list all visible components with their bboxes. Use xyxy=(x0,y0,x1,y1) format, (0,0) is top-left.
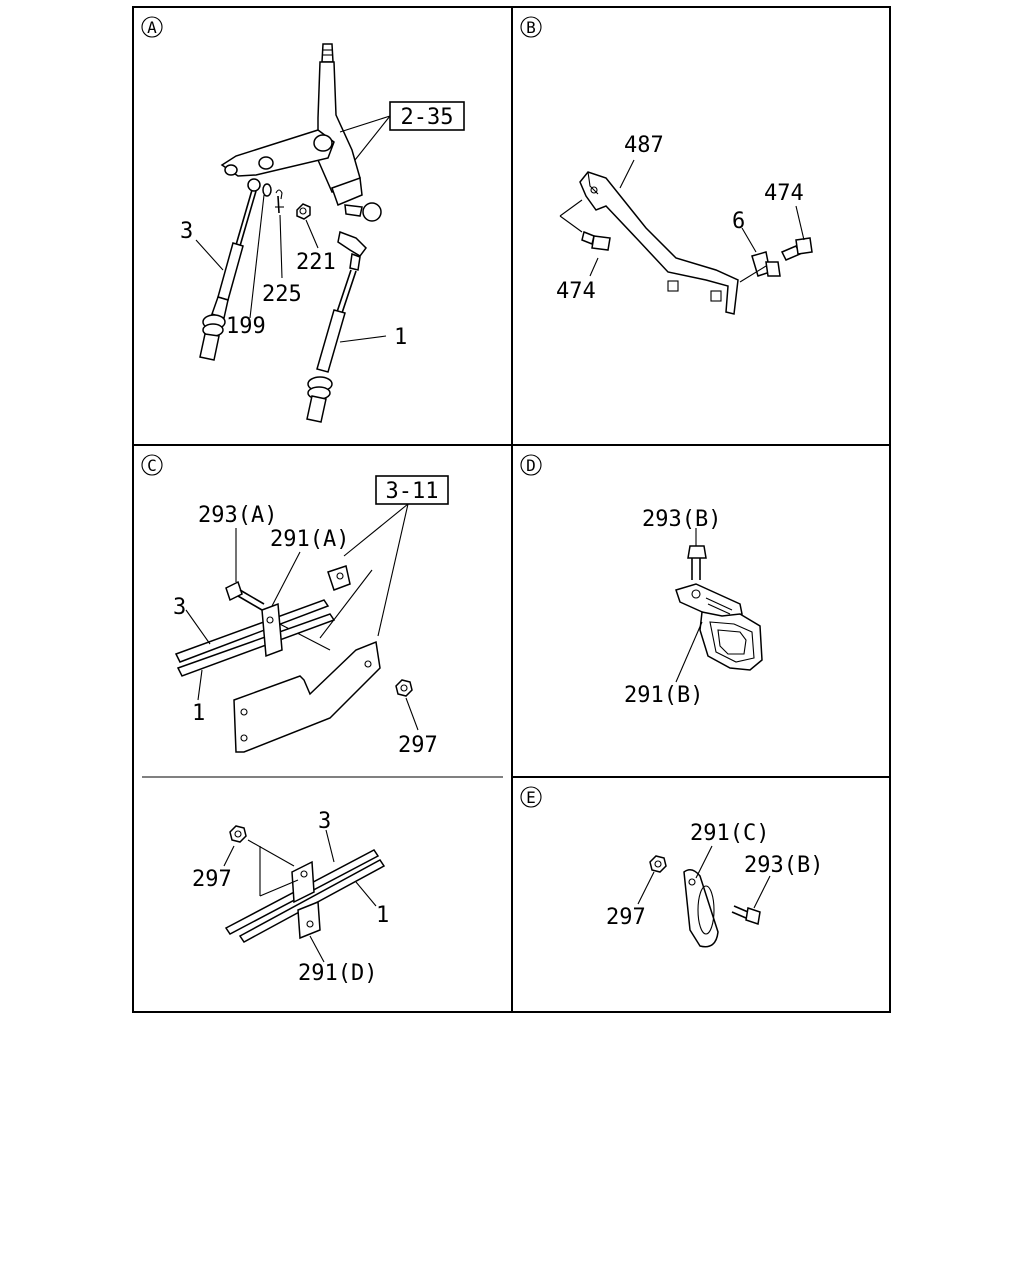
panel-a-marker: A xyxy=(141,16,163,38)
panel-c-letter: C xyxy=(147,456,157,475)
nut-297-lower xyxy=(229,825,247,843)
label-474-left: 474 xyxy=(556,279,596,304)
label-297-e: 297 xyxy=(606,905,646,930)
bracket-487 xyxy=(579,171,739,315)
panel-a-letter: A xyxy=(147,18,157,37)
ref-box-3-11-label: 3-11 xyxy=(386,479,439,504)
label-297-c: 297 xyxy=(398,733,438,758)
label-487: 487 xyxy=(624,133,664,158)
label-291a: 291(A) xyxy=(270,527,349,552)
bolt-474-right xyxy=(780,237,813,261)
label-1-c: 1 xyxy=(192,701,205,726)
label-199: 199 xyxy=(226,314,266,339)
label-291c: 291(C) xyxy=(690,821,769,846)
label-293a: 293(A) xyxy=(198,503,277,528)
label-1: 1 xyxy=(394,325,407,350)
panel-d: D 293(B) 291(B) xyxy=(520,454,763,708)
bolt-293a xyxy=(225,580,265,611)
label-474-right: 474 xyxy=(764,181,804,206)
panel-c-lower-leaders xyxy=(223,829,377,963)
panel-a: A 2-35 xyxy=(141,16,465,423)
clip-6 xyxy=(751,251,781,277)
clip-291a xyxy=(261,602,283,658)
nut-221 xyxy=(296,203,311,220)
label-3-c: 3 xyxy=(173,595,186,620)
label-6: 6 xyxy=(732,209,745,234)
panel-a-leaders xyxy=(195,194,387,343)
panel-e-leaders xyxy=(637,845,771,909)
label-3-lower: 3 xyxy=(318,809,331,834)
label-221: 221 xyxy=(296,250,336,275)
panel-b-leaders xyxy=(559,159,805,283)
panel-d-marker: D xyxy=(520,454,542,476)
panel-b: B 487 474 xyxy=(520,16,813,315)
diagram-frame xyxy=(132,6,891,1013)
panel-d-letter: D xyxy=(526,456,536,475)
washer-199 xyxy=(262,183,272,197)
bolt-293b-d xyxy=(687,545,707,580)
bracket-c xyxy=(233,569,381,753)
ref-box-3-11: 3-11 xyxy=(343,475,449,637)
label-225: 225 xyxy=(262,282,302,307)
label-291d: 291(D) xyxy=(298,961,377,986)
panel-c-leaders xyxy=(185,528,419,731)
cable-1 xyxy=(306,230,367,423)
panel-c: C 3-11 xyxy=(141,454,449,986)
ref-box-2-35-label: 2-35 xyxy=(401,105,454,130)
shift-lever xyxy=(220,43,382,222)
nut-297-c xyxy=(395,679,413,697)
nut-297-e xyxy=(649,855,667,873)
panel-b-letter: B xyxy=(526,18,536,37)
panel-d-leaders xyxy=(675,528,703,683)
bolt-474-left xyxy=(581,230,611,251)
label-297-lower: 297 xyxy=(192,867,232,892)
clip-291d xyxy=(291,860,321,940)
label-293b-e: 293(B) xyxy=(744,853,823,878)
cables-c xyxy=(174,599,336,677)
panel-e-letter: E xyxy=(526,788,536,807)
bolt-293b-e xyxy=(731,905,761,925)
clip-291b xyxy=(675,583,763,671)
panel-c-marker: C xyxy=(141,454,163,476)
panel-e: E 291(C) 293(B) 297 xyxy=(520,786,823,948)
pin-225 xyxy=(275,189,284,214)
label-291b: 291(B) xyxy=(624,683,703,708)
label-293b-d: 293(B) xyxy=(642,507,721,532)
panel-b-marker: B xyxy=(520,16,542,38)
ref-box-2-35: 2-35 xyxy=(339,101,465,161)
clip-291c xyxy=(683,869,719,948)
clip-291a-detail xyxy=(327,565,351,591)
label-3: 3 xyxy=(180,219,193,244)
label-1-lower: 1 xyxy=(376,903,389,928)
panel-e-marker: E xyxy=(520,786,542,808)
cable-3 xyxy=(199,178,261,361)
